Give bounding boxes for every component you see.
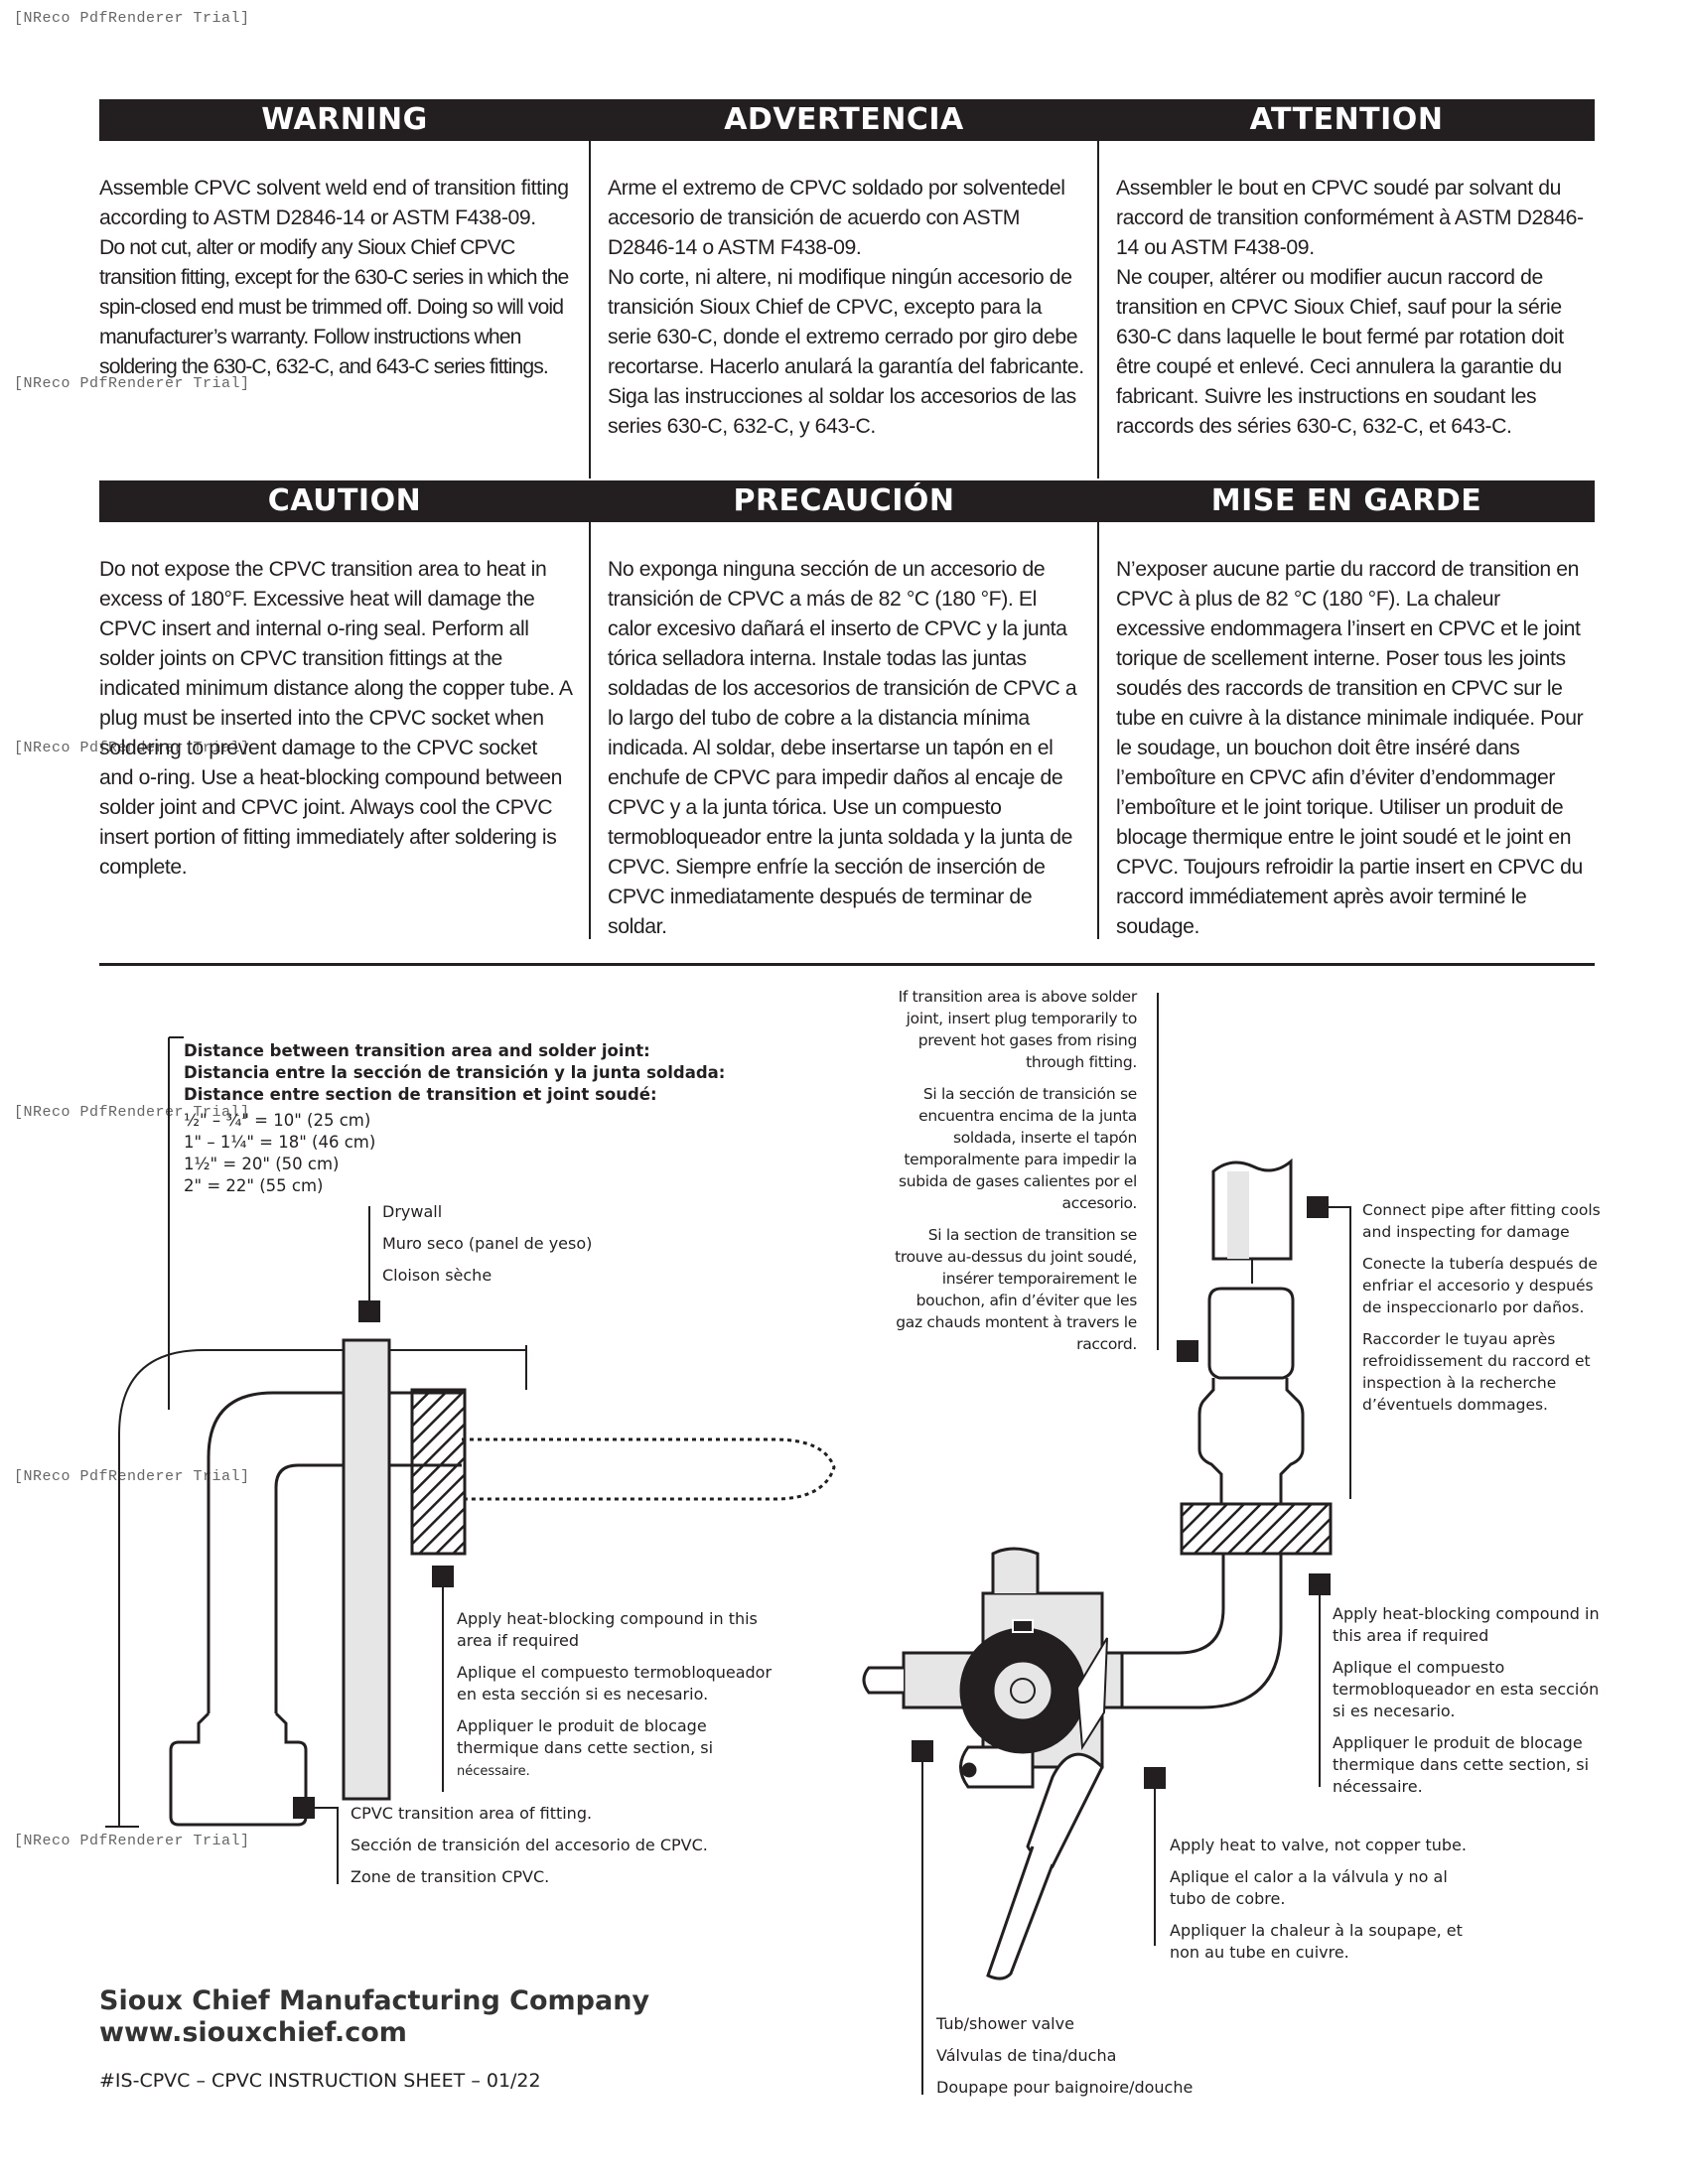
warning-en-p1: Assemble CPVC solvent weld end of transi… [99,177,569,229]
heat-block-right-fr: Appliquer le produit de blocage thermiqu… [1333,1733,1590,1796]
connect-pipe-es: Conecte la tubería después de enfriar el… [1362,1255,1598,1316]
apply-heat-en: Apply heat to valve, not copper tube. [1170,1836,1467,1854]
watermark: [NReco PdfRenderer Trial] [14,1833,250,1849]
caution-header: CAUTION [99,480,590,522]
advertencia-header: ADVERTENCIA [590,99,1098,141]
connect-pipe-en: Connect pipe after fitting cools and ins… [1362,1201,1601,1241]
section-divider [99,963,1595,966]
document-id: #IS-CPVC – CPVC INSTRUCTION SHEET – 01/2… [99,2070,541,2092]
watermark: [NReco PdfRenderer Trial] [14,740,250,756]
watermark: [NReco PdfRenderer Trial] [14,1104,250,1121]
company-url[interactable]: www.siouxchief.com [99,2017,407,2048]
transition-area-fr: Zone de transition CPVC. [351,1867,550,1886]
plug-note-label: If transition area is above solder joint… [889,986,1137,1365]
distance-title-es: Distancia entre la sección de transición… [184,1063,726,1082]
heat-block-left-en: Apply heat-blocking compound in this are… [457,1609,758,1650]
distance-row: 1" – 1¼" = 18" (46 cm) [184,1133,376,1152]
distance-row: 2" = 22" (55 cm) [184,1176,324,1195]
caution-text-fr: N’exposer aucune partie du raccord de tr… [1116,558,1584,938]
column-divider [589,141,591,478]
distance-row: 1½" = 20" (50 cm) [184,1155,340,1173]
heat-block-right-es: Aplique el compuesto termobloqueador en … [1333,1658,1600,1720]
heat-block-left-fr: Appliquer le produit de blocage thermiqu… [457,1716,714,1779]
valve-label: Tub/shower valve Válvulas de tina/ducha … [936,2013,1193,2109]
column-divider [1097,141,1099,478]
watermark: [NReco PdfRenderer Trial] [14,10,250,27]
drywall-es: Muro seco (panel de yeso) [382,1234,593,1253]
plug-note-fr: Si la section de transition se trouve au… [895,1226,1137,1353]
transition-area-en: CPVC transition area of fitting. [351,1804,593,1823]
apply-heat-es: Aplique el calor a la válvula y no al tu… [1170,1867,1448,1908]
precaucion-header: PRECAUCIÓN [590,480,1098,522]
column-divider [589,522,591,939]
warning-en-p2: Do not cut, alter or modify any Sioux Ch… [99,236,569,378]
connect-pipe-label: Connect pipe after fitting cools and ins… [1362,1199,1601,1426]
warning-text-en: Assemble CPVC solvent weld end of transi… [99,174,576,382]
heat-block-right-en: Apply heat-blocking compound in this are… [1333,1604,1600,1645]
drywall-en: Drywall [382,1202,443,1221]
warning-fr-p1: Assembler le bout en CPVC soudé par solv… [1116,177,1584,259]
heat-block-left-es: Aplique el compuesto termobloqueador en … [457,1663,773,1704]
plug-note-es: Si la sección de transición se encuentra… [898,1085,1137,1212]
column-divider [1097,522,1099,939]
plug-note-en: If transition area is above solder joint… [898,988,1138,1071]
company-block: Sioux Chief Manufacturing Company www.si… [99,1985,649,2049]
company-name: Sioux Chief Manufacturing Company [99,1985,650,2016]
mise-en-garde-header: MISE EN GARDE [1098,480,1595,522]
watermark: [NReco PdfRenderer Trial] [14,1468,250,1485]
warning-fr-p2: Ne couper, altérer ou modifier aucun rac… [1116,266,1564,438]
drywall-fr: Cloison sèche [382,1266,492,1285]
watermark: [NReco PdfRenderer Trial] [14,375,250,392]
drywall-label: Drywall Muro seco (panel de yeso) Cloiso… [382,1201,592,1297]
valve-fr: Doupape pour baignoire/douche [936,2078,1194,2097]
heat-block-left-label: Apply heat-blocking compound in this are… [457,1608,784,1783]
apply-heat-label: Apply heat to valve, not copper tube. Ap… [1170,1835,1487,1974]
distance-title-en: Distance between transition area and sol… [184,1041,650,1060]
valve-es: Válvulas de tina/ducha [936,2046,1117,2065]
warning-header: WARNING [99,99,590,141]
warning-es-p2: No corte, ni altere, ni modifique ningún… [608,266,1084,438]
transition-area-es: Sección de transición del accesorio de C… [351,1836,708,1854]
connect-pipe-fr: Raccorder le tuyau après refroidissement… [1362,1330,1591,1414]
transition-area-label: CPVC transition area of fitting. Sección… [351,1803,708,1898]
apply-heat-fr: Appliquer la chaleur à la soupape, et no… [1170,1921,1463,1962]
warning-text-fr: Assembler le bout en CPVC soudé par solv… [1116,174,1593,442]
caution-text-es: No exponga ninguna sección de un accesor… [608,558,1077,938]
attention-header: ATTENTION [1098,99,1595,141]
distance-row: ½" – ¾" = 10" (25 cm) [184,1111,371,1130]
heat-block-right-label: Apply heat-blocking compound in this are… [1333,1603,1601,1808]
warning-text-es: Arme el extremo de CPVC soldado por solv… [608,174,1084,442]
distance-table: Distance between transition area and sol… [184,1040,740,1197]
valve-en: Tub/shower valve [936,2014,1074,2033]
distance-title-fr: Distance entre section de transition et … [184,1085,657,1104]
caution-text-en: Do not expose the CPVC transition area t… [99,558,572,879]
warning-es-p1: Arme el extremo de CPVC soldado por solv… [608,177,1065,259]
